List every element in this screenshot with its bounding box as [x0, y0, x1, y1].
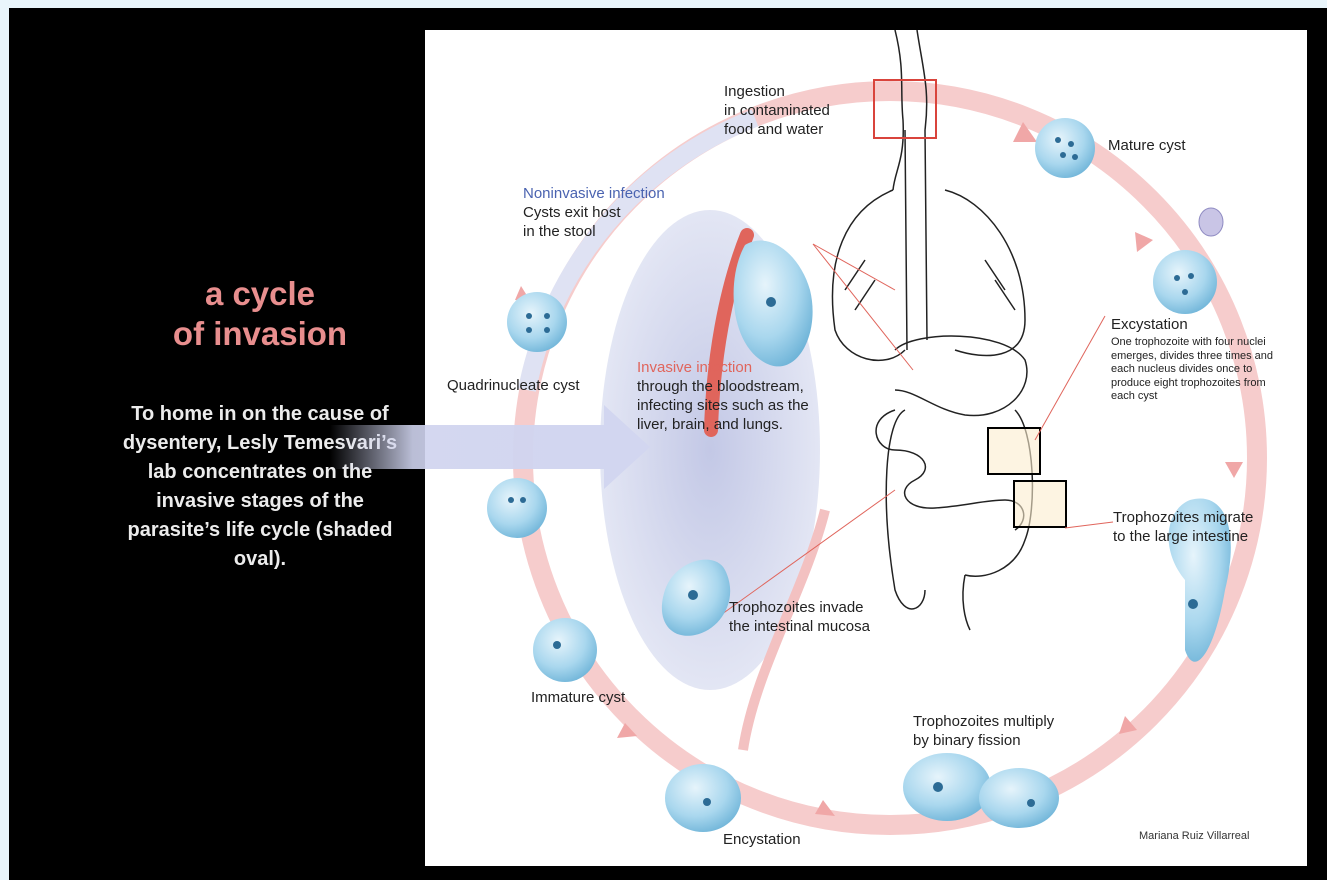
anatomy-outline: [832, 30, 1032, 630]
label-encystation: Encystation: [723, 830, 801, 849]
ingestion-line-3: food and water: [724, 120, 830, 139]
noninvasive-line-2: in the stool: [523, 222, 665, 241]
multiply-line-2: by binary fission: [913, 731, 1054, 750]
ingestion-line-2: in contaminated: [724, 101, 830, 120]
label-quadrinucleate: Quadrinucleate cyst: [447, 376, 580, 395]
invasive-line-2: infecting sites such as the: [637, 396, 809, 415]
noninvasive-line-1: Cysts exit host: [523, 203, 665, 222]
invasive-line-1: through the bloodstream,: [637, 377, 809, 396]
binucleate-cyst: [487, 478, 547, 538]
label-mature-cyst: Mature cyst: [1108, 136, 1186, 155]
migrate-line-2: to the large intestine: [1113, 527, 1253, 546]
ingestion-line-1: Ingestion: [724, 82, 830, 101]
invasive-line-3: liver, brain, and lungs.: [637, 415, 809, 434]
excystation-cyst: [1153, 250, 1217, 314]
emerging-trophozoite: [1199, 208, 1223, 236]
intestine-box-1: [988, 428, 1040, 474]
label-noninvasive: Noninvasive infection Cysts exit host in…: [523, 184, 665, 241]
label-excystation-body: One trophozoite with four nuclei emerges…: [1111, 336, 1279, 404]
label-invasive: Invasive infection through the bloodstre…: [637, 358, 809, 434]
invade-line-1: Trophozoites invade: [729, 598, 870, 617]
invasive-title: Invasive infection: [637, 358, 809, 377]
label-immature-cyst: Immature cyst: [531, 688, 625, 707]
life-cycle-diagram: [425, 30, 1307, 866]
label-migrate: Trophozoites migrate to the large intest…: [1113, 508, 1253, 546]
migrate-line-1: Trophozoites migrate: [1113, 508, 1253, 527]
immature-cyst: [533, 618, 597, 682]
invade-line-2: the intestinal mucosa: [729, 617, 870, 636]
mature-cyst: [1035, 118, 1095, 178]
multiply-line-1: Trophozoites multiply: [913, 712, 1054, 731]
fission-cell-left: [903, 753, 991, 821]
label-ingestion: Ingestion in contaminated food and water: [724, 82, 830, 139]
noninvasive-title: Noninvasive infection: [523, 184, 665, 203]
fission-cell-right: [979, 768, 1059, 828]
intestine-box-2: [1014, 481, 1066, 527]
label-invade: Trophozoites invade the intestinal mucos…: [729, 598, 870, 636]
author-credit: Mariana Ruiz Villarreal: [1139, 827, 1249, 846]
label-multiply: Trophozoites multiply by binary fission: [913, 712, 1054, 750]
quadrinucleate-cyst: [507, 292, 567, 352]
label-excystation-title: Excystation: [1111, 315, 1188, 334]
diagram-panel: Ingestion in contaminated food and water…: [425, 30, 1307, 866]
encystation-cell: [665, 764, 741, 832]
